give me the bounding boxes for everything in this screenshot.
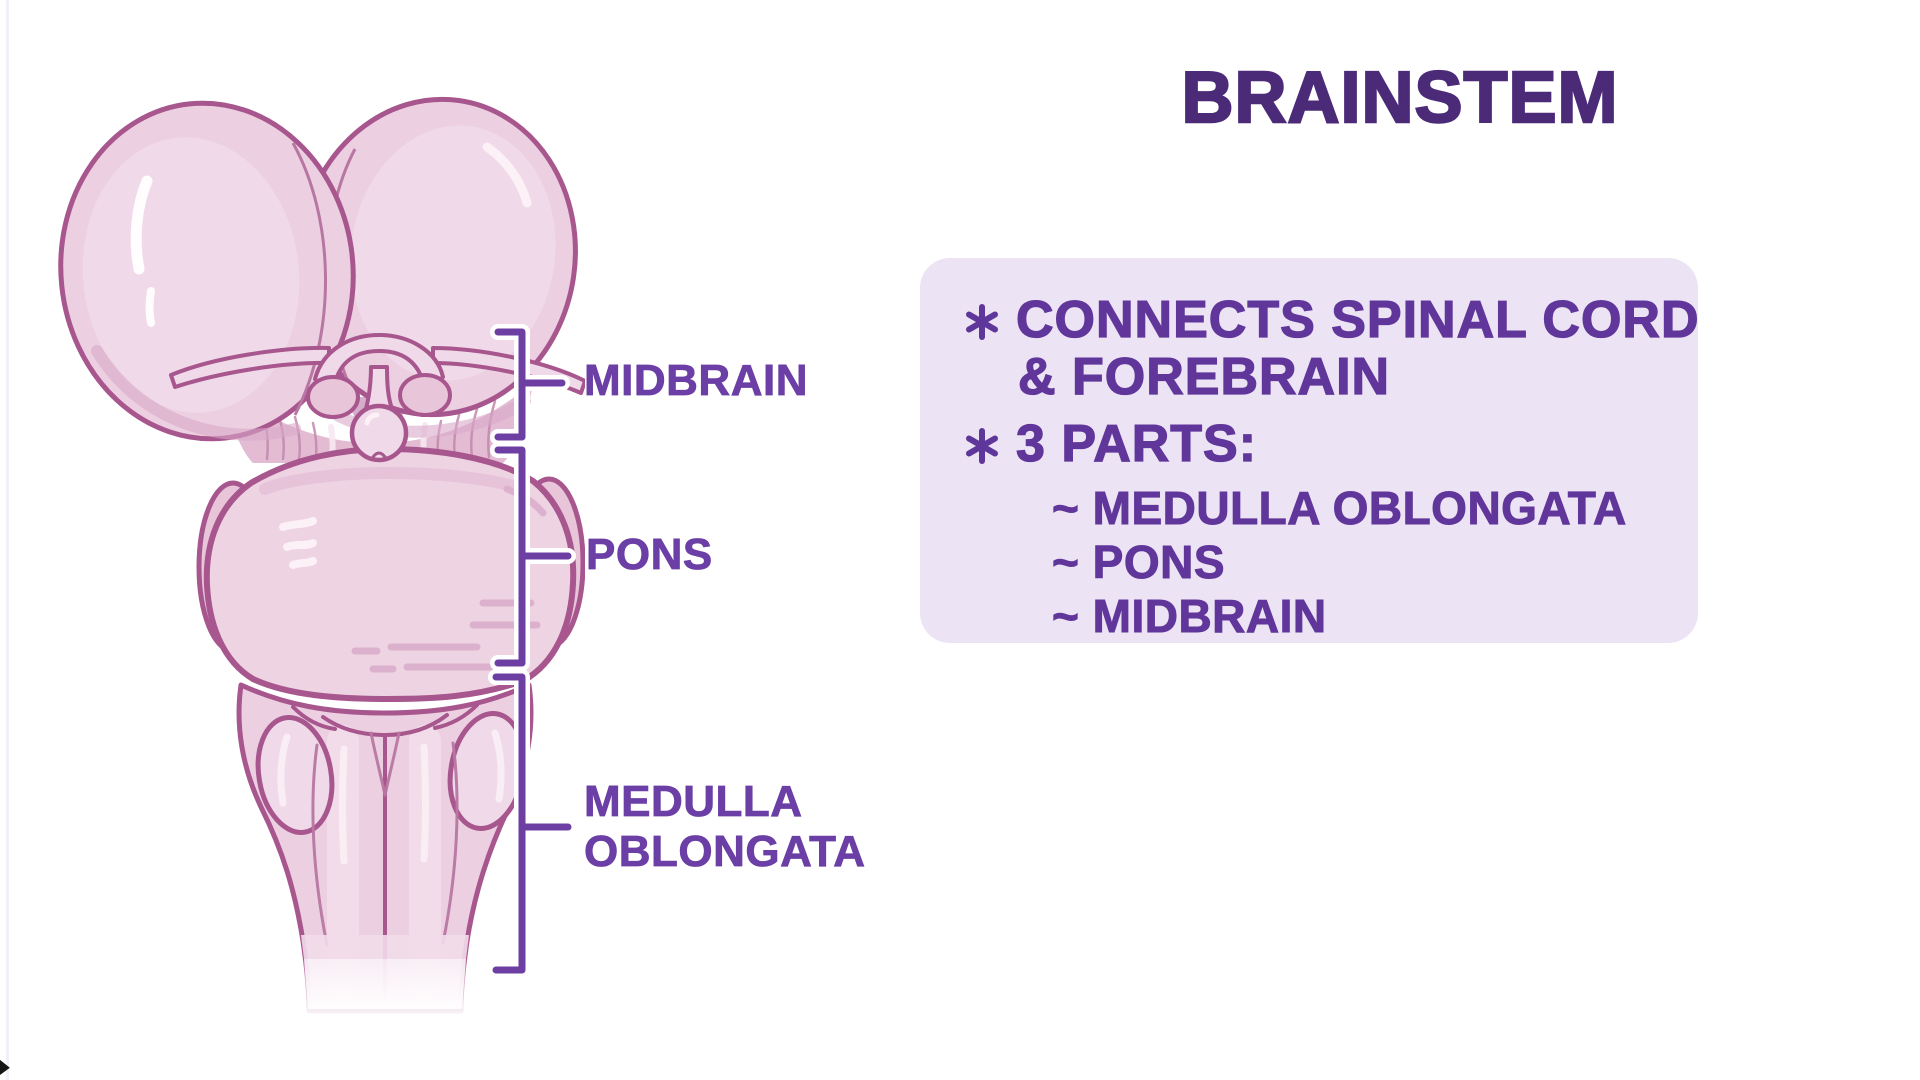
bullet-parts: 3 PARTS: [964,415,1670,473]
page-title: BRAINSTEM [1180,57,1619,139]
brainstem-illustration [58,96,585,1025]
medulla-shape [225,682,535,1025]
bullet-connects-line2: & FOREBRAIN [1017,348,1391,406]
list-item-pons: ~ PONS [1052,536,1226,589]
medulla-label-line2: OBLONGATA [584,827,866,877]
cursor-artifact [0,1056,12,1080]
asterisk-icon [966,304,998,340]
pons-shape [196,446,585,702]
bullet-connects: CONNECTS SPINAL CORD & FOREBRAIN [964,291,1699,406]
midbrain-bracket [490,324,570,445]
bullet-connects-line1: CONNECTS SPINAL CORD [1015,291,1700,349]
medulla-label-line1: MEDULLA [584,777,803,827]
list-item-midbrain: ~ MIDBRAIN [1052,590,1327,643]
parts-list: ~ MEDULLA OBLONGATA ~ PONS ~ MIDBRAIN [1052,481,1670,643]
asterisk-icon [966,428,998,464]
notes-box: CONNECTS SPINAL CORD & FOREBRAIN 3 PARTS… [920,258,1699,643]
pons-bracket [490,442,576,671]
left-edge-line [6,0,9,1080]
midbrain-label: MIDBRAIN [584,356,808,406]
list-item-medulla: ~ MEDULLA OBLONGATA [1052,482,1627,535]
medulla-oblongata-label: MEDULLA OBLONGATA [584,777,866,877]
pons-label: PONS [586,530,713,580]
medulla-bracket [488,669,576,978]
bullet-connects-text: CONNECTS SPINAL CORD & FOREBRAIN [1015,291,1700,406]
bullet-parts-text: 3 PARTS: [1015,415,1258,473]
